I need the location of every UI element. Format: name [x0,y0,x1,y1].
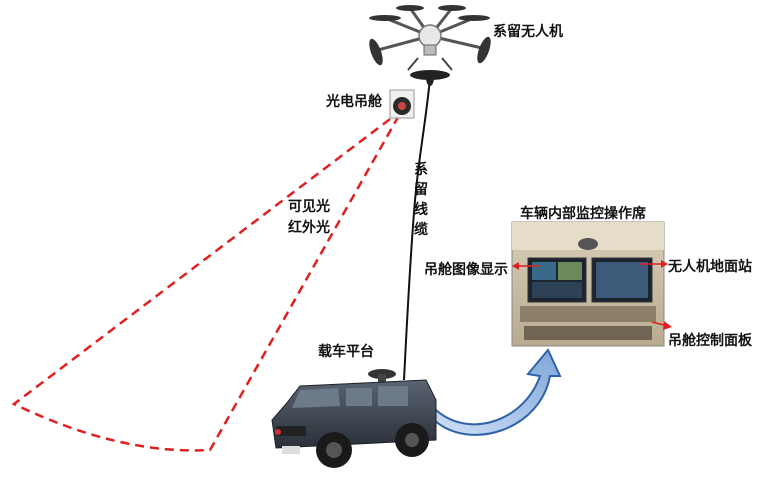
pod-display-label: 吊舱图像显示 [424,262,508,278]
pod-label: 光电吊舱 [326,94,382,110]
tether-label-char: 系 [414,162,428,178]
drone-icon [369,5,491,86]
sensor-beam [11,109,404,452]
tether-cable [403,77,431,381]
ground-station-label: 无人机地面站 [668,259,752,275]
console-title: 车辆内部监控操作席 [520,206,646,222]
spectrum-label-visible: 可见光 [288,199,330,215]
vehicle-label: 载车平台 [318,344,374,360]
curved-arrow-icon [432,348,562,436]
tether-label-char: 缆 [414,222,428,238]
tether-label-char: 留 [414,182,428,198]
tether-label: 系 留 线 缆 [413,160,429,240]
spectrum-label-infrared: 红外光 [288,220,330,236]
tether-label-char: 线 [414,202,428,218]
drone-label: 系留无人机 [493,24,563,40]
gimbal-pod-icon [389,89,415,119]
pod-panel-label: 吊舱控制面板 [668,333,752,349]
armored-vehicle-icon [271,369,437,468]
callout-arrows [512,260,672,330]
console-monitors-icon [511,221,665,347]
